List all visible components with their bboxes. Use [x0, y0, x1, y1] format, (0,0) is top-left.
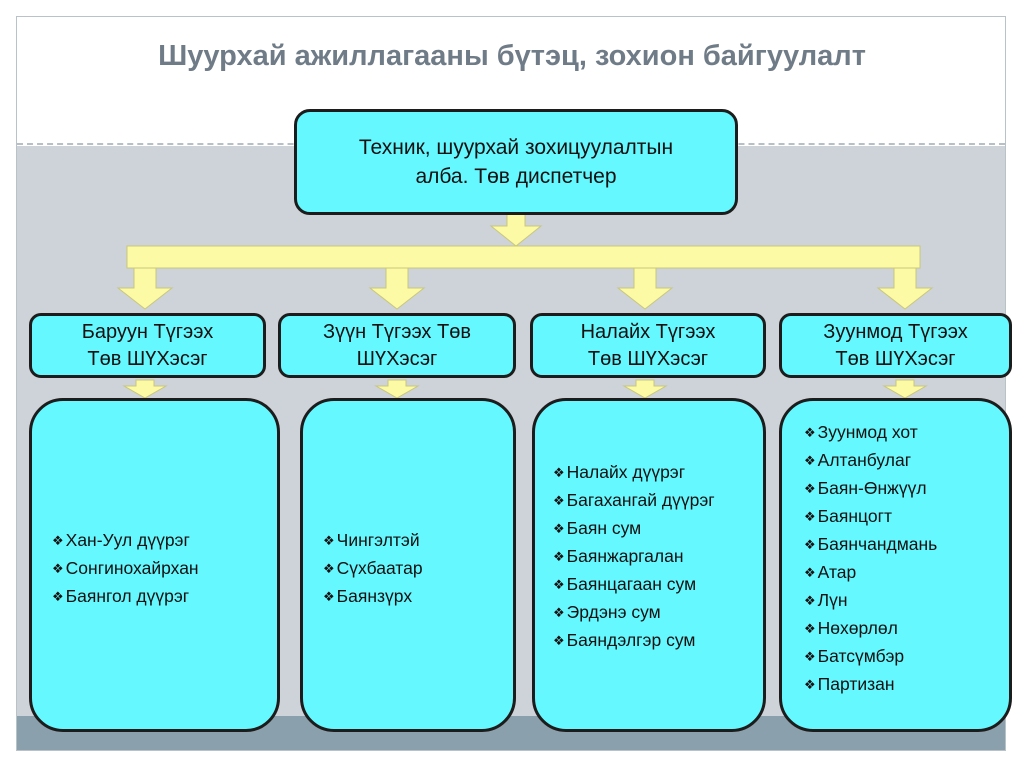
branch-line1: Зүүн Түгээх Төв: [323, 320, 471, 343]
arrow-branch-4: [876, 267, 934, 310]
list-item: Хан-Уул дүүрэг: [52, 527, 199, 555]
arrow-list-4: [882, 379, 928, 399]
central-dispatch-line2: алба. Төв диспетчер: [415, 165, 617, 188]
arrow-list-3: [622, 379, 668, 399]
list-item: Баянчандмань: [804, 531, 938, 559]
list-item: Сүхбаатар: [323, 555, 423, 583]
list-item: Эрдэнэ сум: [553, 599, 715, 627]
list-item: Баянжаргалан: [553, 543, 715, 571]
slide-frame: [16, 16, 1006, 751]
list-box-nalaikh: Налайх дүүрэг Багахангай дүүрэг Баян сум…: [532, 398, 766, 732]
connector-bar: [126, 245, 921, 269]
list-item: Баянзүрх: [323, 583, 423, 611]
arrow-branch-3: [616, 267, 674, 310]
list-item: Партизан: [804, 671, 937, 699]
list-item: Налайх дүүрэг: [553, 459, 715, 487]
list-box-zuunmod: Зуунмод хот Алтанбулаг Баян-Өнжүүл Баянц…: [779, 398, 1012, 732]
page-title: Шуурхай ажиллагааны бүтэц, зохион байгуу…: [158, 40, 866, 72]
list-item: Нөхөрлөл: [804, 615, 937, 643]
list-item: Баян-Өнжүүл: [804, 475, 937, 503]
branch-box-baruun: Баруун Түгээх Төв ШҮХэсэг: [29, 313, 266, 378]
branch-line2: Төв ШҮХэсэг: [835, 347, 956, 370]
branch-line2: Төв ШҮХэсэг: [87, 347, 208, 370]
list-item: Чингэлтэй: [323, 527, 423, 555]
arrow-top: [489, 213, 543, 247]
list-item: Баянцогт: [804, 503, 937, 531]
list-item: Алтанбулаг: [804, 447, 937, 475]
branch-line1: Налайх Түгээх: [580, 320, 716, 343]
list-item: Баяндэлгэр сум: [553, 627, 715, 655]
branch-box-zuunmod: Зуунмод Түгээх Төв ШҮХэсэг: [779, 313, 1012, 378]
list-item: Баянцагаан сум: [553, 571, 715, 599]
branch-line2: Төв ШҮХэсэг: [587, 347, 709, 370]
list-item: Лүн: [804, 587, 937, 615]
list-item: Сонгинохайрхан: [52, 555, 199, 583]
branch-line1: Зуунмод Түгээх: [823, 320, 968, 343]
branch-line2: ШҮХэсэг: [356, 347, 438, 370]
list-item: Батсүмбэр: [804, 643, 937, 671]
list-item: Баян сум: [553, 515, 715, 543]
arrow-list-2: [374, 379, 420, 399]
arrow-branch-2: [368, 267, 426, 310]
central-dispatch-line1: Техник, шуурхай зохицуулалтын: [358, 136, 674, 159]
branch-box-zuun: Зүүн Түгээх Төв ШҮХэсэг: [278, 313, 516, 378]
list-item: Баянгол дүүрэг: [52, 583, 199, 611]
branch-line1: Баруун Түгээх: [81, 320, 214, 343]
arrow-branch-1: [116, 267, 174, 310]
list-item: Багахангай дүүрэг: [553, 487, 715, 515]
list-box-zuun: Чингэлтэй Сүхбаатар Баянзүрх: [300, 398, 516, 732]
branch-box-nalaikh: Налайх Түгээх Төв ШҮХэсэг: [530, 313, 766, 378]
central-dispatch-box: Техник, шуурхай зохицуулалтын алба. Төв …: [294, 109, 738, 215]
list-item: Атар: [804, 559, 937, 587]
list-item: Зуунмод хот: [804, 419, 937, 447]
arrow-list-1: [122, 379, 168, 399]
list-box-baruun: Хан-Уул дүүрэг Сонгинохайрхан Баянгол дү…: [29, 398, 280, 732]
